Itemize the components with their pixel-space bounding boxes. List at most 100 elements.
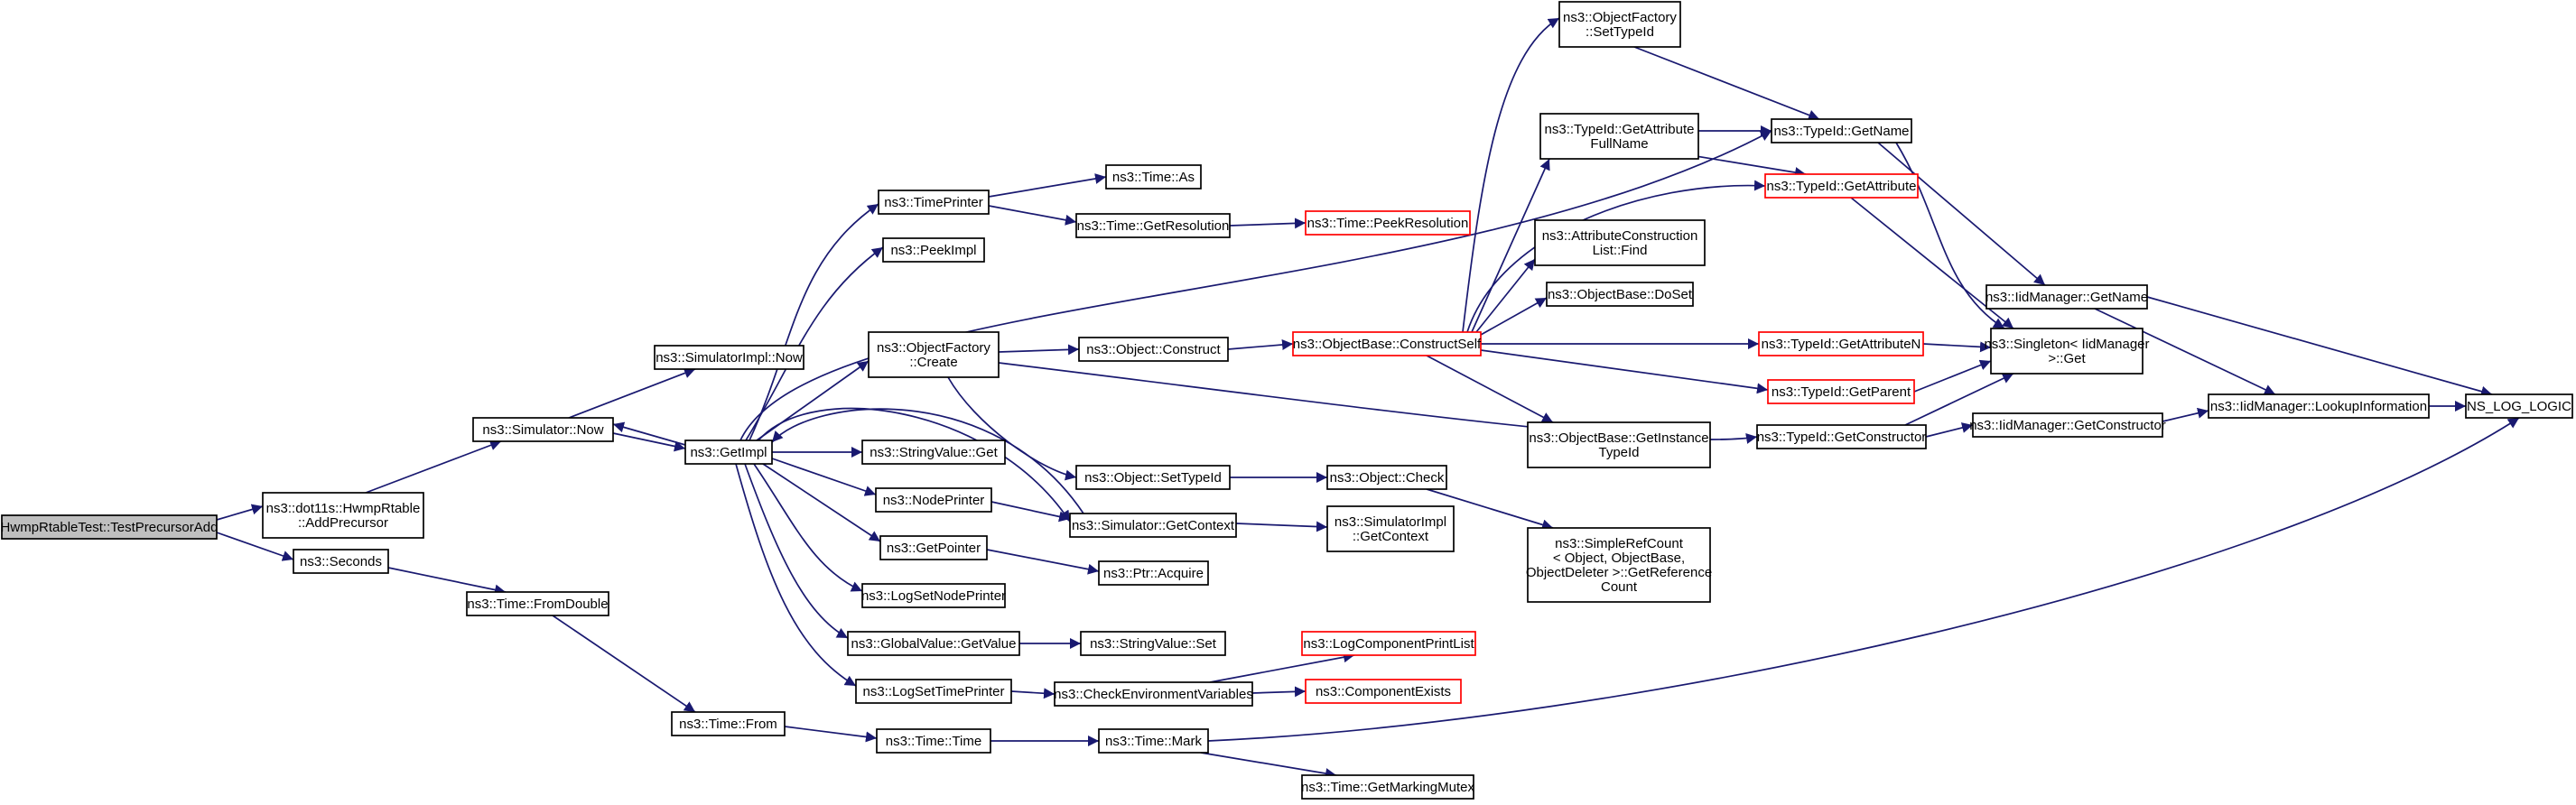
node-box bbox=[847, 631, 1020, 656]
node-objsettypeid[interactable]: ns3::Object::SetTypeId bbox=[1075, 465, 1231, 490]
edge-nodeprinter-to-simgetcontext bbox=[990, 501, 1071, 523]
node-label-line: ns3::ObjectFactory bbox=[877, 340, 990, 356]
node-obdoset[interactable]: ns3::ObjectBase::DoSet bbox=[1546, 282, 1694, 307]
node-getpointer[interactable]: ns3::GetPointer bbox=[879, 535, 988, 560]
node-iidlookup[interactable]: ns3::IidManager::LookupInformation bbox=[2208, 393, 2430, 419]
node-label-line: NS_LOG_LOGIC bbox=[2467, 399, 2571, 414]
edge-simgetcontext-to-simimplgetcontext bbox=[1235, 521, 1328, 532]
node-box bbox=[671, 711, 786, 736]
node-typeidgetparent[interactable]: ns3::TypeId::GetParent bbox=[1767, 379, 1915, 404]
node-gvgetvalue[interactable]: ns3::GlobalValue::GetValue bbox=[847, 631, 1020, 656]
edge-simnow-to-simimplnow bbox=[568, 367, 696, 419]
node-strvalget[interactable]: ns3::StringValue::Get bbox=[861, 440, 1006, 465]
node-simimplnow[interactable]: ns3::SimulatorImpl::Now bbox=[654, 345, 804, 370]
node-typeidgetattrn[interactable]: ns3::TypeId::GetAttributeN bbox=[1758, 331, 1924, 356]
node-checkenv[interactable]: ns3::CheckEnvironmentVariables bbox=[1054, 681, 1253, 707]
node-box bbox=[876, 728, 991, 754]
node-nodeprinter[interactable]: ns3::NodePrinter bbox=[875, 487, 992, 513]
node-label-line: ns3::TypeId::GetParent bbox=[1772, 384, 1911, 400]
node-label-line: ns3::Time::GetMarkingMutex bbox=[1301, 780, 1475, 795]
node-timetime[interactable]: ns3::Time::Time bbox=[876, 728, 991, 754]
edge-getimpl-to-logtimeprinter bbox=[735, 463, 857, 687]
node-singletonget[interactable]: ns3::Singleton< IidManager >::Get bbox=[1984, 328, 2150, 375]
edge-iidgetname-to-iidlookup bbox=[2094, 308, 2276, 395]
edge-simnow-to-getimpl bbox=[612, 432, 686, 452]
node-objconstruct[interactable]: ns3::Object::Construct bbox=[1078, 337, 1229, 362]
node-nslog[interactable]: NS_LOG_LOGIC bbox=[2465, 393, 2573, 419]
node-label-line: ns3::TypeId::GetAttribute bbox=[1767, 179, 1917, 194]
edge-root-to-seconds bbox=[216, 532, 294, 561]
node-constructself[interactable]: ns3::ObjectBase::ConstructSelf bbox=[1292, 331, 1482, 356]
edge-objconstruct-to-constructself bbox=[1227, 339, 1294, 350]
node-label-line: ns3::ObjectBase::GetInstance bbox=[1529, 430, 1708, 446]
node-box bbox=[1985, 284, 2148, 310]
node-box bbox=[1078, 337, 1229, 362]
edge-iidgetctor-to-iidlookup bbox=[2162, 407, 2209, 422]
node-ptracquire[interactable]: ns3::Ptr::Acquire bbox=[1098, 560, 1209, 586]
node-box bbox=[861, 583, 1006, 608]
node-logtimeprinter[interactable]: ns3::LogSetTimePrinter bbox=[855, 679, 1012, 704]
node-box bbox=[1767, 379, 1915, 404]
node-simnow[interactable]: ns3::Simulator::Now bbox=[472, 417, 614, 442]
node-ofsettypeid[interactable]: ns3::ObjectFactory::SetTypeId bbox=[1558, 1, 1681, 48]
node-label-line: ns3::ObjectBase::DoSet bbox=[1548, 287, 1693, 302]
node-simgetcontext[interactable]: ns3::Simulator::GetContext bbox=[1069, 513, 1237, 538]
node-label-line: ::GetContext bbox=[1353, 529, 1429, 544]
node-box bbox=[1075, 213, 1231, 238]
node-objcheck[interactable]: ns3::Object::Check bbox=[1326, 465, 1447, 490]
edge-seconds-to-fromdouble bbox=[387, 567, 507, 596]
node-compexists[interactable]: ns3::ComponentExists bbox=[1305, 679, 1462, 704]
edge-typeidgetname-to-iidgetname bbox=[1877, 142, 2046, 286]
node-objfactcreate[interactable]: ns3::ObjectFactory::Create bbox=[868, 331, 1000, 378]
node-addprec[interactable]: ns3::dot11s::HwmpRtable::AddPrecursor bbox=[262, 492, 424, 539]
node-label-line: ns3::SimpleRefCount bbox=[1555, 536, 1684, 551]
node-peekres[interactable]: ns3::Time::PeekResolution bbox=[1305, 210, 1471, 236]
node-box bbox=[1756, 424, 1927, 449]
node-box bbox=[1301, 774, 1474, 800]
node-box bbox=[1539, 113, 1699, 160]
node-label-line: ns3::IidManager::LookupInformation bbox=[2210, 399, 2427, 414]
edge-timemark-to-nslog bbox=[1207, 417, 2520, 742]
node-box bbox=[1326, 465, 1447, 490]
node-simimplgetcontext[interactable]: ns3::SimulatorImpl::GetContext bbox=[1326, 505, 1455, 552]
node-seconds[interactable]: ns3::Seconds bbox=[293, 549, 389, 574]
node-simplerefcount[interactable]: ns3::SimpleRefCount< Object, ObjectBase,… bbox=[1526, 527, 1712, 603]
node-label-line: ns3::GlobalValue::GetValue bbox=[851, 636, 1017, 652]
edge-getattrfullname-to-typeidgetattr bbox=[1679, 153, 1807, 178]
node-timeprinter[interactable]: ns3::TimePrinter bbox=[878, 190, 990, 215]
node-getresolution[interactable]: ns3::Time::GetResolution bbox=[1075, 213, 1231, 238]
node-label-line: Count bbox=[1601, 579, 1638, 595]
node-timeas[interactable]: ns3::Time::As bbox=[1105, 164, 1202, 190]
node-getimpl[interactable]: ns3::GetImpl bbox=[684, 440, 773, 465]
edge-getimpl-to-typeidgetname bbox=[739, 130, 1772, 441]
node-typeidgetctor[interactable]: ns3::TypeId::GetConstructor bbox=[1756, 424, 1927, 449]
node-lognodeprinter[interactable]: ns3::LogSetNodePrinter bbox=[861, 583, 1006, 608]
node-label-line: ns3::ObjectBase::ConstructSelf bbox=[1293, 337, 1482, 352]
node-typeidgetname[interactable]: ns3::TypeId::GetName bbox=[1771, 118, 1912, 143]
node-box bbox=[1758, 331, 1924, 356]
node-strvalset[interactable]: ns3::StringValue::Set bbox=[1080, 631, 1226, 656]
node-label-line: ns3::Object::SetTypeId bbox=[1084, 470, 1222, 486]
node-box bbox=[654, 345, 804, 370]
node-label-line: ns3::IidManager::GetName bbox=[1985, 290, 2148, 305]
node-box bbox=[2465, 393, 2573, 419]
node-label-line: ns3::Time::Mark bbox=[1105, 734, 1202, 749]
node-fromdouble[interactable]: ns3::Time::FromDouble bbox=[466, 591, 609, 616]
node-box bbox=[1305, 679, 1462, 704]
edge-getpointer-to-ptracquire bbox=[986, 549, 1100, 575]
node-timemark[interactable]: ns3::Time::Mark bbox=[1098, 728, 1209, 754]
node-iidgetctor[interactable]: ns3::IidManager::GetConstructor bbox=[1969, 412, 2166, 438]
node-timefrom[interactable]: ns3::Time::From bbox=[671, 711, 786, 736]
node-iidgetname[interactable]: ns3::IidManager::GetName bbox=[1985, 284, 2148, 310]
node-box bbox=[1326, 505, 1455, 552]
node-logcompprint[interactable]: ns3::LogComponentPrintList bbox=[1301, 631, 1476, 656]
node-typeidgetattr[interactable]: ns3::TypeId::GetAttribute bbox=[1764, 173, 1919, 199]
edge-getimpl-to-simnow bbox=[612, 421, 686, 446]
edge-constructself-to-obdoset bbox=[1480, 297, 1548, 336]
edge-timefrom-to-timetime bbox=[784, 726, 878, 743]
node-peekimpl[interactable]: ns3::PeekImpl bbox=[882, 237, 985, 263]
node-getmarkingmutex[interactable]: ns3::Time::GetMarkingMutex bbox=[1301, 774, 1475, 800]
